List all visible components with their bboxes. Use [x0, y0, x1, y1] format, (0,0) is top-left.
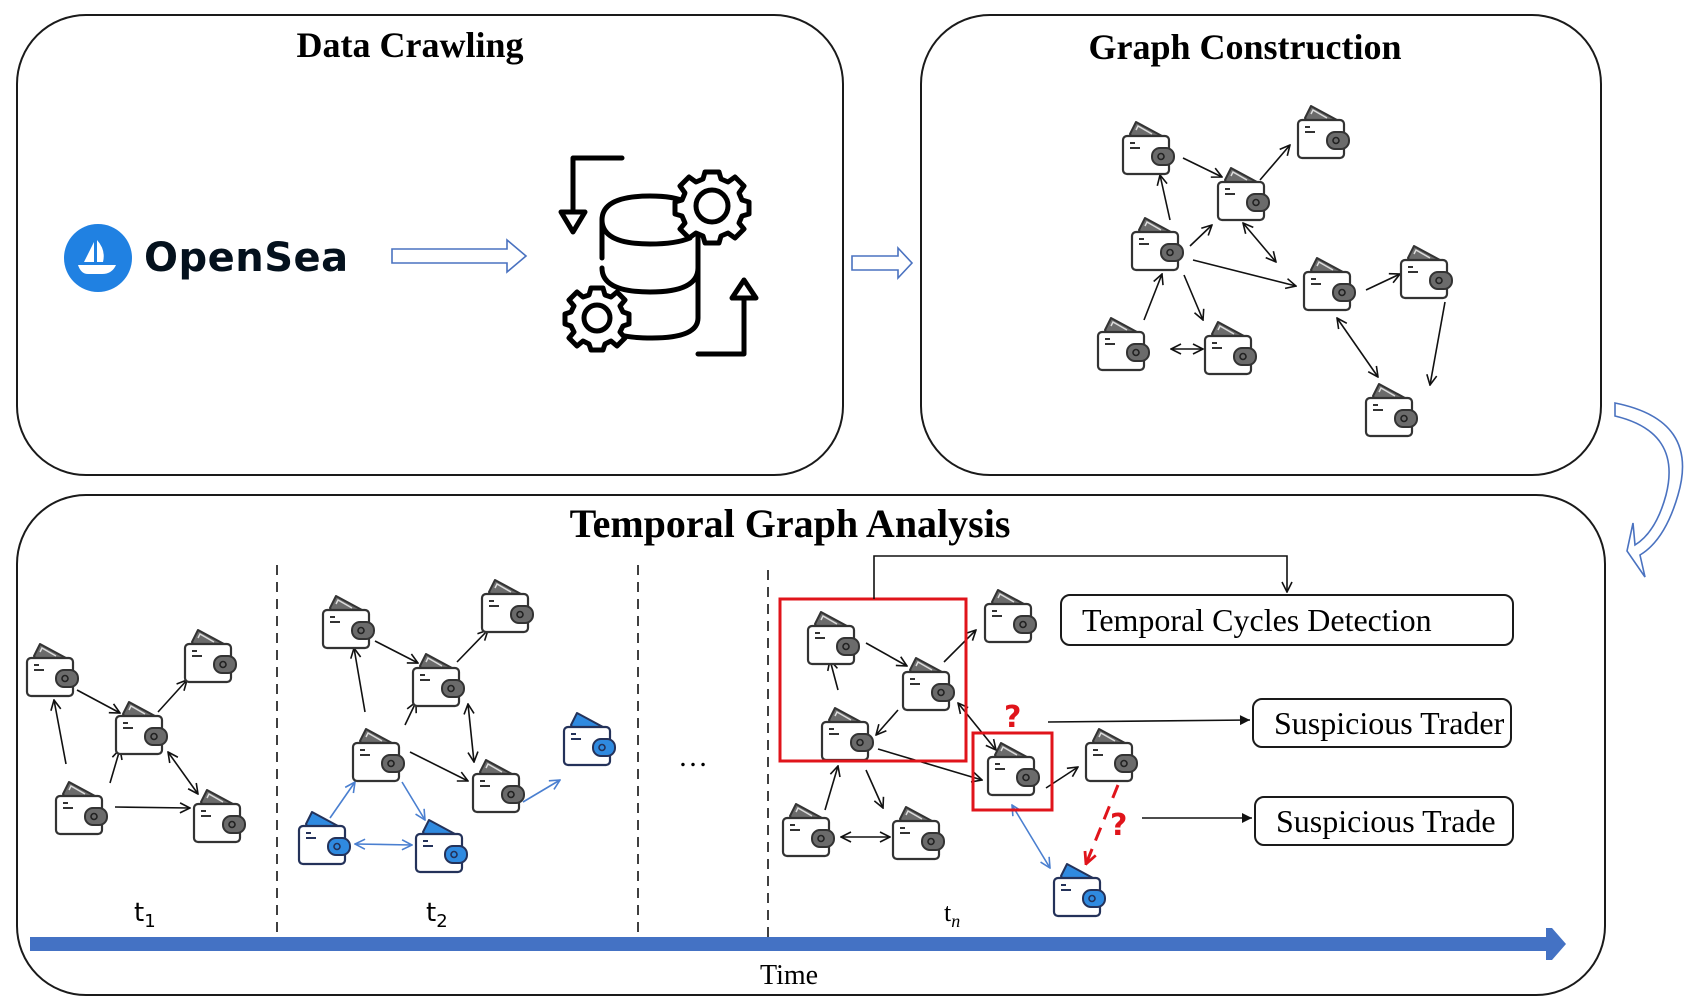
- wallet-node-D: [1130, 216, 1185, 272]
- wallet-node-C: [1296, 104, 1351, 160]
- edge-arrow-new: [329, 782, 355, 819]
- ellipsis: …: [678, 740, 710, 773]
- graph-construction-network: [1096, 104, 1454, 438]
- snapshot-t1-network: [25, 628, 247, 844]
- edge-arrow: [958, 703, 996, 750]
- edge-arrow: [824, 766, 838, 811]
- connector-cycles: [873, 555, 1287, 599]
- temporal-cycle-highlight: [778, 597, 968, 763]
- time-axis-label: Time: [760, 960, 819, 991]
- edge-arrow: [168, 752, 198, 794]
- edge-arrow: [354, 648, 366, 713]
- graph-construction-title: Graph Construction: [1088, 27, 1402, 67]
- wallet-node-t2-F: [562, 711, 617, 767]
- suspicious-trader-box: Suspicious Trader: [1252, 698, 1512, 748]
- wallet-node-tn-H: [891, 805, 946, 861]
- edge-arrow: [1189, 225, 1212, 247]
- edge-arrow: [157, 680, 187, 713]
- edge-arrow-new: [522, 780, 560, 803]
- wallet-node-tn-G: [781, 802, 836, 858]
- suspicious-trade-edge: [1086, 784, 1120, 864]
- wallet-node-t2-A: [321, 594, 376, 650]
- edge-arrow: [1430, 301, 1446, 385]
- edge-arrow-new: [1012, 805, 1050, 868]
- suspicious-trader-highlight: [971, 731, 1054, 812]
- wallet-node-tn-B: [901, 656, 956, 712]
- edge-arrow: [1192, 259, 1296, 286]
- wallet-node-t2-H: [414, 818, 469, 874]
- edge-arrow: [943, 630, 976, 663]
- wallet-node-t1-C: [183, 628, 238, 684]
- temporal-cycles-detection-label: Temporal Cycles Detection: [1082, 601, 1432, 638]
- edge-arrow: [54, 700, 67, 765]
- edge-arrow: [468, 704, 474, 762]
- time-axis-arrow: [30, 928, 1566, 960]
- question-mark-trader: ?: [1004, 700, 1022, 735]
- edge-arrow: [1143, 274, 1162, 321]
- wallet-node-tn-E: [986, 741, 1041, 797]
- edge-arrow: [114, 807, 190, 808]
- connector-trader: [1047, 715, 1251, 726]
- wallet-node-t2-C: [480, 578, 535, 634]
- wallet-node-t2-G: [297, 810, 352, 866]
- suspicious-trade-box: Suspicious Trade: [1254, 796, 1514, 846]
- suspicious-trader-label: Suspicious Trader: [1274, 704, 1505, 741]
- database-gears-icon: [558, 155, 759, 357]
- edge-arrow: [76, 689, 120, 713]
- edge-arrow: [865, 769, 883, 808]
- edge-arrow: [1183, 274, 1203, 320]
- snapshot-label-t1: t1: [134, 898, 156, 933]
- edge-arrow: [456, 630, 488, 663]
- opensea-ship-icon: [64, 224, 132, 292]
- flow-arrow-crawl-to-graph: [851, 245, 914, 281]
- wallet-node-t1-D: [54, 780, 109, 836]
- edge-arrow: [865, 642, 907, 666]
- wallet-node-H: [1203, 320, 1258, 376]
- wallet-node-E: [1302, 256, 1357, 312]
- opensea-wordmark: OpenSea: [144, 235, 349, 281]
- suspicious-trade-label: Suspicious Trade: [1276, 802, 1496, 839]
- flow-arrow-graph-to-temporal: [1614, 402, 1684, 578]
- snapshot-tn-network: [781, 588, 1139, 918]
- edge-arrow: [1259, 145, 1290, 181]
- edge-arrow: [1160, 175, 1171, 221]
- wallet-node-F: [1399, 244, 1454, 300]
- edge-arrow: [374, 640, 418, 663]
- opensea-logo: OpenSea: [64, 224, 349, 292]
- wallet-node-tn-I: [1052, 862, 1107, 918]
- wallet-node-I: [1364, 382, 1419, 438]
- snapshot-label-t2: t2: [426, 898, 448, 933]
- wallet-node-A: [1121, 120, 1176, 176]
- edge-arrow: [877, 748, 982, 780]
- wallet-node-t2-B: [411, 652, 466, 708]
- edge-arrow: [409, 751, 468, 781]
- question-mark-trade: ?: [1110, 808, 1128, 843]
- edge-arrow: [1337, 318, 1378, 377]
- temporal-cycles-detection-box: Temporal Cycles Detection: [1060, 594, 1514, 646]
- wallet-node-t1-A: [25, 642, 80, 698]
- data-crawling-title: Data Crawling: [296, 25, 524, 65]
- edge-arrow: [1365, 274, 1400, 291]
- temporal-graph-analysis-title: Temporal Graph Analysis: [569, 501, 1011, 546]
- edge-arrow: [876, 709, 899, 735]
- snapshot-label-tn: tn: [944, 898, 961, 932]
- wallet-node-tn-A: [806, 610, 861, 666]
- wallet-node-tn-D: [820, 706, 875, 762]
- wallet-node-t2-E: [471, 758, 526, 814]
- wallet-node-t1-E: [192, 788, 247, 844]
- edge-arrow-new: [355, 844, 412, 845]
- wallet-node-G: [1096, 316, 1151, 372]
- edge-arrow: [1243, 223, 1276, 262]
- wallet-node-tn-C: [983, 588, 1038, 644]
- snapshot-t2-network: [297, 578, 617, 874]
- flow-arrow-opensea-to-database: [391, 238, 528, 274]
- edge-arrow-new: [401, 781, 425, 820]
- wallet-node-tn-F: [1084, 727, 1139, 783]
- wallet-node-B: [1216, 166, 1271, 222]
- wallet-node-t2-D: [351, 727, 406, 783]
- edge-arrow: [1182, 157, 1222, 177]
